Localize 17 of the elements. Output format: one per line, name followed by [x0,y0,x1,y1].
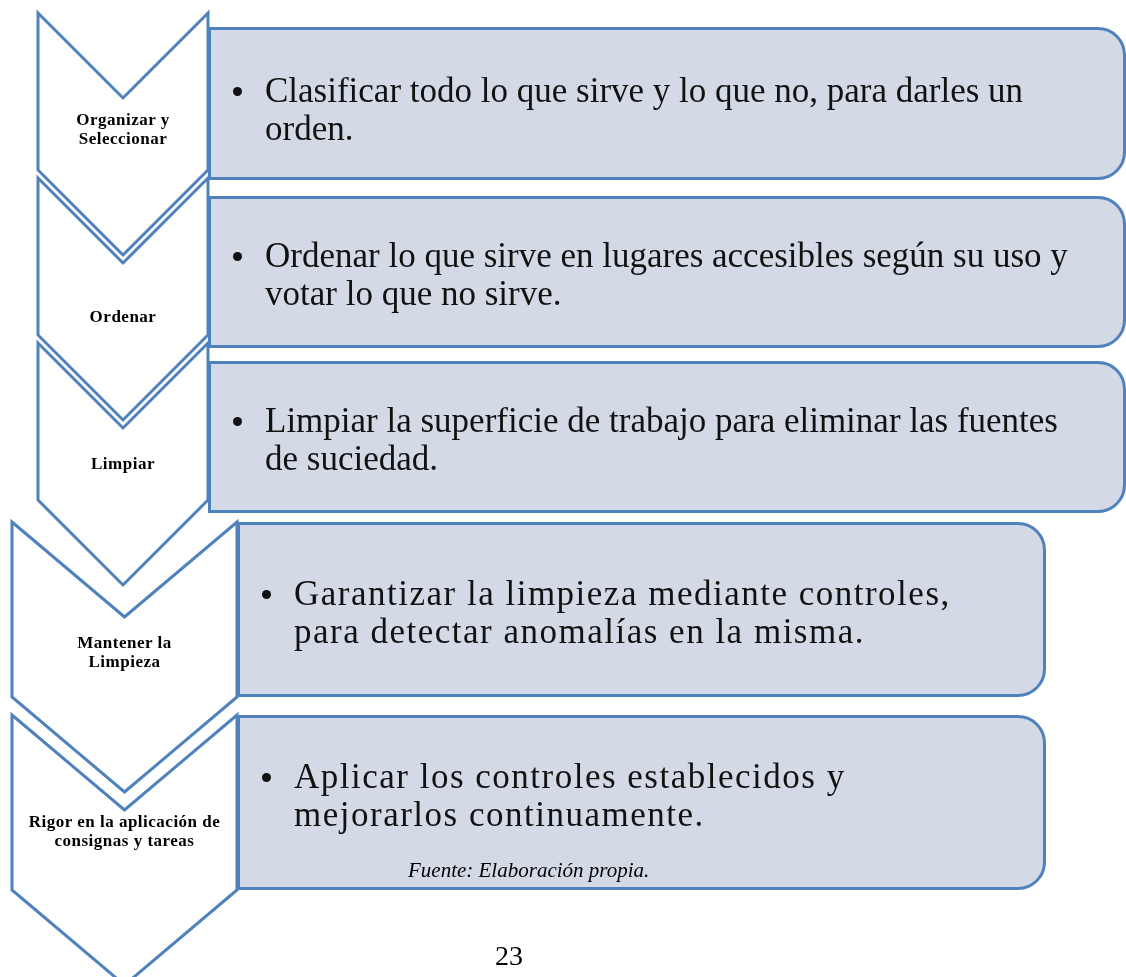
description-box [237,715,1046,890]
description-text: Garantizar la limpieza mediante controles, para detectar anomalías en la misma. [294,575,952,651]
description-box [237,522,1046,697]
step-label: Mantener la Limpieza [76,634,173,672]
step-label: Ordenar [88,308,158,327]
step-label: Limpiar [90,455,156,474]
description-text: Clasificar todo lo que sirve y lo que no, para darles un orden. [265,72,1025,148]
description-text: Limpiar la superficie de trabajo para eliminar las fuentes de suciedad. [265,402,1059,478]
page-number: 23 [495,940,523,972]
description-text: Ordenar lo que sirve en lugares accesibles según su uso y votar lo que no sirve. [265,237,1069,313]
step-label: Rigor en la aplicación de consignas y tareas [27,813,222,851]
description-box [208,196,1126,348]
step-label: Organizar y Seleccionar [75,111,171,149]
description-box [208,361,1126,513]
description-box [208,27,1126,180]
source-caption: Fuente: Elaboración propia. [408,858,650,883]
description-text: Aplicar los controles establecidos y mejorarlos continuamente. [294,758,847,834]
